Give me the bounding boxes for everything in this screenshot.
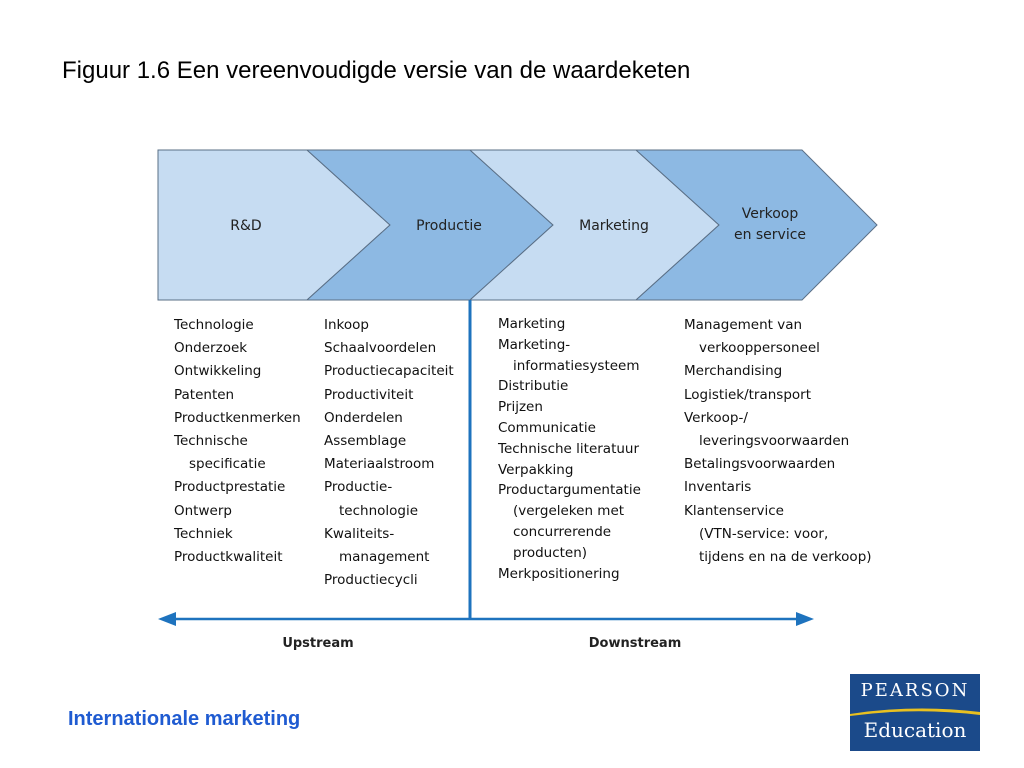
stage-label-verkoop-line2: en service xyxy=(734,227,806,243)
rd-activity-item: Productkwaliteit xyxy=(174,549,283,566)
marketing-activity-item: Verpakking xyxy=(498,461,574,478)
footer-course-title: Internationale marketing xyxy=(68,708,301,730)
rd-activity-item: specificatie xyxy=(189,456,266,473)
rd-activity-item: Patenten xyxy=(174,386,235,403)
marketing-activity-item: Communicatie xyxy=(498,419,596,436)
rd-activity-item: Productprestatie xyxy=(174,479,286,496)
productie-activity-item: Materiaalstroom xyxy=(324,456,435,473)
productie-activity-item: Schaalvoordelen xyxy=(324,340,437,357)
verkoop-activity-item: verkooppersoneel xyxy=(699,340,820,357)
rd-activity-item: Ontwerp xyxy=(174,502,232,519)
pearson-education-logo: PEARSON Education xyxy=(850,674,980,751)
productie-activity-item: Inkoop xyxy=(324,317,369,333)
productie-activity-item: Productiviteit xyxy=(324,386,414,403)
rd-activity-item: Techniek xyxy=(174,525,233,542)
verkoop-activity-item: Logistiek/transport xyxy=(684,386,811,403)
verkoop-activity-item: leveringsvoorwaarden xyxy=(699,433,850,450)
stage-label-productie: Productie xyxy=(416,218,482,234)
productie-activity-item: technologie xyxy=(339,502,419,519)
verkoop-activity-item: Betalingsvoorwaarden xyxy=(684,456,836,473)
stage-label-marketing: Marketing xyxy=(579,218,649,234)
rd-activity-item: Productkenmerken xyxy=(174,409,301,426)
chain-stage-verkoop xyxy=(634,149,878,301)
productie-activity-item: Productiecapaciteit xyxy=(324,363,454,380)
marketing-activity-item: Marketing- xyxy=(498,336,571,353)
marketing-activity-item: Marketing xyxy=(498,316,566,332)
logo-top-text: PEARSON xyxy=(860,680,970,701)
left-arrow-icon xyxy=(158,612,176,626)
verkoop-activity-item: Inventaris xyxy=(684,479,752,496)
marketing-activity-item: Merkpositionering xyxy=(498,565,620,582)
rd-activity-item: Technische xyxy=(174,433,248,450)
verkoop-activity-item: tijdens en na de verkoop) xyxy=(699,549,872,566)
marketing-activity-item: informatiesysteem xyxy=(513,357,640,374)
right-arrow-icon xyxy=(796,612,814,626)
verkoop-activity-item: Management van xyxy=(684,317,803,333)
upstream-label: Upstream xyxy=(282,636,353,651)
marketing-activity-item: Productargumentatie xyxy=(498,482,641,499)
rd-activity-item: Onderzoek xyxy=(174,340,248,357)
verkoop-activity-item: Merchandising xyxy=(684,363,783,380)
productie-activity-item: Onderdelen xyxy=(324,409,403,426)
logo-swoosh-icon xyxy=(850,708,980,716)
marketing-activity-item: concurrerende xyxy=(513,523,612,540)
verkoop-activity-item: Klantenservice xyxy=(684,502,784,519)
rd-activity-item: Technologie xyxy=(174,317,254,333)
productie-activity-item: management xyxy=(339,549,430,566)
downstream-label: Downstream xyxy=(589,636,682,651)
stage-label-rd: R&D xyxy=(230,218,261,234)
logo-bottom-text: Education xyxy=(863,718,967,742)
stage-label-verkoop-line1: Verkoop xyxy=(742,206,799,222)
marketing-activity-item: Technische literatuur xyxy=(498,440,640,457)
slide-title: Figuur 1.6 Een vereenvoudigde versie van… xyxy=(62,57,691,84)
verkoop-activity-item: (VTN-service: voor, xyxy=(699,525,829,542)
productie-activity-item: Assemblage xyxy=(324,433,407,450)
verkoop-activity-item: Verkoop-/ xyxy=(684,409,748,426)
marketing-activity-item: Prijzen xyxy=(498,399,543,416)
rd-activity-item: Ontwikkeling xyxy=(174,363,262,380)
productie-activity-item: Kwaliteits- xyxy=(324,525,395,542)
marketing-activity-item: producten) xyxy=(513,544,588,561)
productie-activity-item: Productie- xyxy=(324,479,393,496)
productie-activity-item: Productiecycli xyxy=(324,572,418,589)
marketing-activity-item: (vergeleken met xyxy=(513,503,625,520)
marketing-activity-item: Distributie xyxy=(498,378,569,395)
